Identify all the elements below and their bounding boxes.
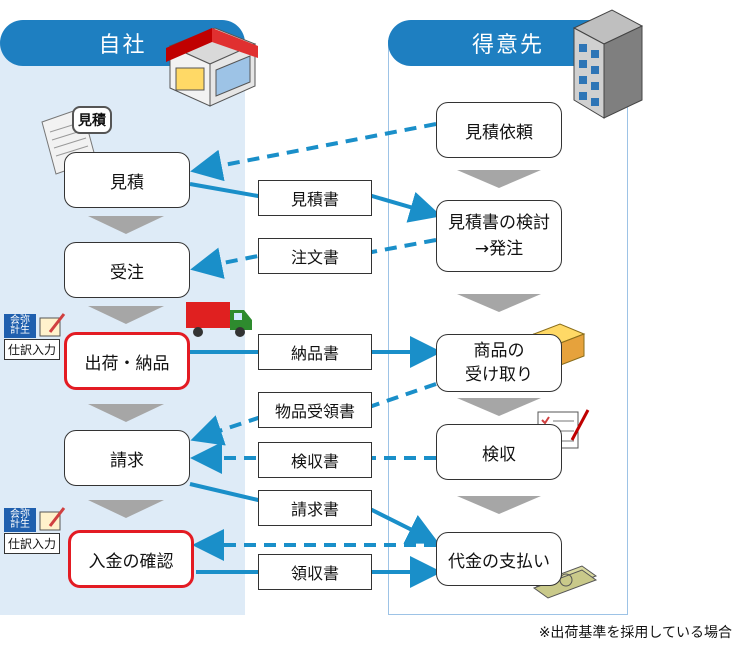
doc-inspection-certificate: 検収書 [258, 442, 372, 478]
doc-goods-receipt: 物品受領書 [258, 392, 372, 428]
step-request-estimate: 見積依頼 [436, 102, 562, 158]
doc-delivery-slip: 納品書 [258, 334, 372, 370]
step-payment-confirmation: 入金の確認 [68, 530, 194, 588]
step-receive-goods: 商品の 受け取り [436, 334, 562, 392]
estimate-badge: 見積 [72, 106, 112, 134]
down-arrow-icon [457, 294, 541, 312]
step-review-estimate-order: 見積書の検討 →発注 [436, 200, 562, 272]
step-billing: 請求 [64, 430, 190, 486]
down-arrow-icon [88, 500, 164, 518]
step-estimate: 見積 [64, 152, 190, 208]
notebook-pen-icon [39, 507, 66, 531]
doc-invoice: 請求書 [258, 490, 372, 526]
doc-receipt: 領収書 [258, 554, 372, 590]
step-shipping-delivery: 出荷・納品 [64, 332, 190, 390]
down-arrow-icon [457, 496, 541, 514]
step-order-received: 受注 [64, 242, 190, 298]
down-arrow-icon [457, 170, 541, 188]
down-arrow-icon [88, 216, 164, 234]
delivery-truck-icon [186, 302, 252, 337]
down-arrow-icon [457, 398, 541, 416]
shop-icon [166, 27, 258, 107]
doc-purchase-order: 注文書 [258, 238, 372, 274]
doc-estimate: 見積書 [258, 180, 372, 216]
accounting-software-icon-1: 会弥 計生 仕訳入力 [4, 312, 68, 360]
step-inspection: 検収 [436, 424, 562, 480]
office-building-icon [572, 9, 644, 119]
footnote: ※出荷基準を採用している場合 [538, 625, 732, 641]
accounting-software-icon-2: 会弥 計生 仕訳入力 [4, 506, 68, 554]
down-arrow-icon [88, 306, 164, 324]
notebook-pen-icon [39, 313, 66, 337]
down-arrow-icon [88, 404, 164, 422]
step-payment: 代金の支払い [436, 532, 562, 586]
